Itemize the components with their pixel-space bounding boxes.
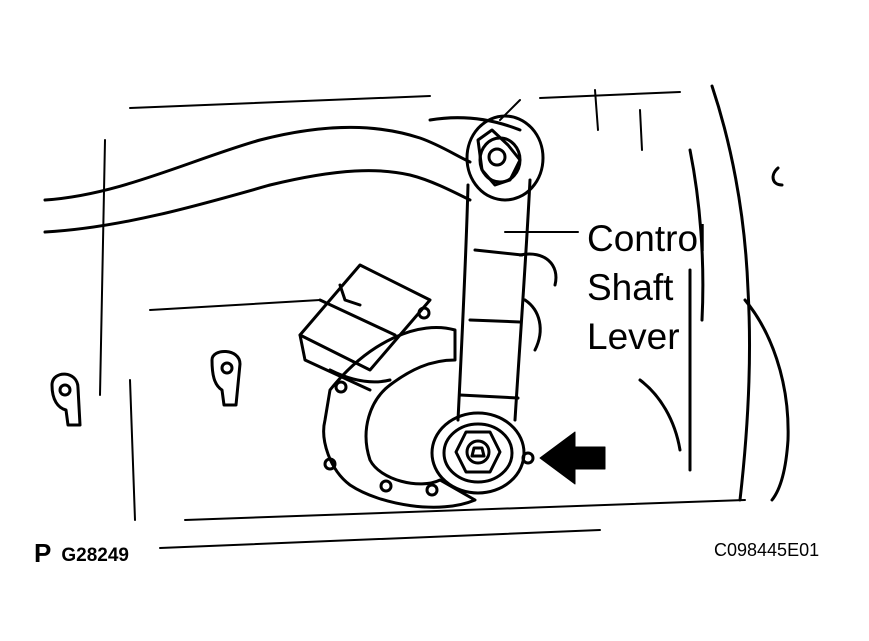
right-figure-code: C098445E01 [714, 540, 820, 560]
control-rod [43, 116, 522, 234]
callout-line-3: Lever [587, 316, 680, 357]
brackets [50, 350, 242, 427]
callout-line-2: Shaft [587, 267, 674, 308]
switch-plate [322, 252, 558, 509]
callout-label: Control Shaft Lever [587, 214, 706, 361]
figure-code-left: P G28249 [34, 538, 129, 569]
control-shaft-lever [430, 178, 532, 495]
left-figure-code: G28249 [61, 545, 129, 566]
bolt [454, 430, 502, 474]
view-letter: P [34, 538, 52, 568]
pointer-arrow [539, 431, 606, 485]
transmission-housing [638, 84, 790, 502]
callout-line-1: Control [587, 218, 707, 259]
upper-lever-joint [465, 114, 545, 202]
background-lines [99, 89, 746, 549]
switch-body [298, 263, 432, 392]
